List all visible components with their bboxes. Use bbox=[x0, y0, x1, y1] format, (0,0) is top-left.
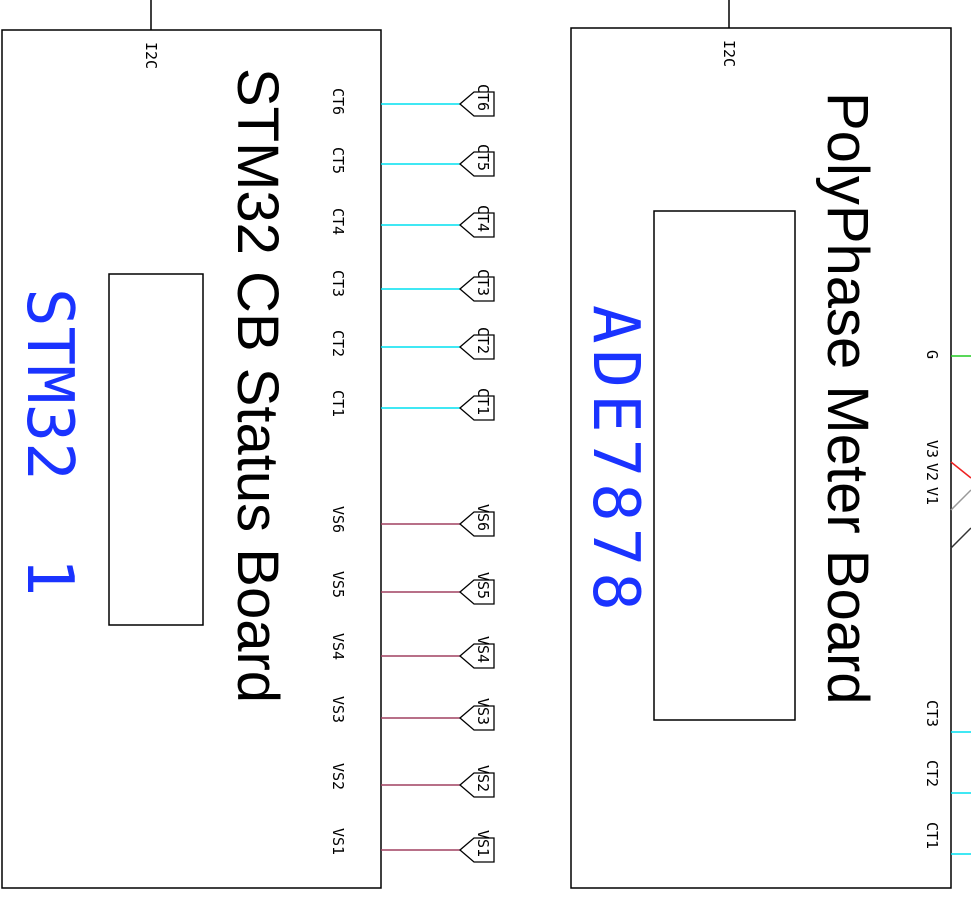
port-label-vs6: VS6 bbox=[474, 504, 492, 531]
right-pin-v2: V2 bbox=[923, 463, 941, 481]
port-flag-ct6 bbox=[459, 91, 495, 117]
port-flag-ct2 bbox=[459, 334, 495, 360]
port-label-ct3: CT3 bbox=[474, 269, 492, 296]
port-flag-vs6 bbox=[459, 511, 495, 537]
port-label-ct6: CT6 bbox=[474, 84, 492, 111]
wire-v1 bbox=[950, 527, 971, 549]
port-flag-ct1 bbox=[459, 395, 495, 421]
port-flag-vs4 bbox=[459, 643, 495, 669]
left-pin-ct1: CT1 bbox=[329, 390, 347, 417]
left-pin-ct3: CT3 bbox=[329, 270, 347, 297]
right-pin-v1: V1 bbox=[923, 487, 941, 505]
port-label-vs1: VS1 bbox=[474, 830, 492, 857]
left-pin-vs6: VS6 bbox=[329, 506, 347, 533]
port-label-vs3: VS3 bbox=[474, 698, 492, 725]
left-i2c-label: I2C bbox=[142, 42, 160, 69]
right-pin-ct2: CT2 bbox=[923, 760, 941, 787]
left-pin-vs2: VS2 bbox=[329, 763, 347, 790]
left-vs-wires bbox=[381, 523, 460, 851]
port-label-ct4: CT4 bbox=[474, 205, 492, 232]
port-flag-vs1 bbox=[459, 837, 495, 863]
right-pin-ct3: CT3 bbox=[923, 700, 941, 727]
stm32-chip-body bbox=[108, 273, 204, 626]
right-pin-v3: V3 bbox=[923, 440, 941, 458]
port-flag-ct4 bbox=[459, 212, 495, 238]
polyphase-board-outline bbox=[570, 27, 952, 889]
port-label-ct2: CT2 bbox=[474, 327, 492, 354]
port-flag-vs2 bbox=[459, 772, 495, 798]
left-pin-ct4: CT4 bbox=[329, 208, 347, 235]
left-pin-vs1: VS1 bbox=[329, 828, 347, 855]
wire-v2 bbox=[950, 489, 971, 511]
port-flag-ct3 bbox=[459, 276, 495, 302]
left-pin-ct5: CT5 bbox=[329, 147, 347, 174]
port-label-ct1: CT1 bbox=[474, 388, 492, 415]
port-label-vs2: VS2 bbox=[474, 765, 492, 792]
left-pin-vs3: VS3 bbox=[329, 696, 347, 723]
stm32-board: I2C STM32 CB Status Board STM32 1 CT6 CT… bbox=[1, 0, 495, 889]
left-ct-wires bbox=[381, 103, 460, 409]
port-flag-vs5 bbox=[459, 579, 495, 605]
left-pin-vs5: VS5 bbox=[329, 571, 347, 598]
right-pin-ct1: CT1 bbox=[923, 822, 941, 849]
port-label-ct5: CT5 bbox=[474, 144, 492, 171]
left-port-flags bbox=[459, 91, 495, 863]
left-pin-vs4: VS4 bbox=[329, 633, 347, 660]
right-i2c-label: I2C bbox=[720, 40, 738, 67]
stm32-board-title: STM32 CB Status Board bbox=[225, 68, 290, 703]
left-pin-ct2: CT2 bbox=[329, 330, 347, 357]
port-flag-vs3 bbox=[459, 705, 495, 731]
ade7878-chip-label: ADE7878 bbox=[578, 305, 652, 617]
stm32-chip-label: STM32 1 bbox=[12, 288, 86, 596]
port-label-vs4: VS4 bbox=[474, 636, 492, 663]
polyphase-board: I2C PolyPhase Meter Board ADE7878 G V3 V… bbox=[570, 0, 971, 889]
ade7878-chip-body bbox=[653, 210, 796, 721]
right-pin-g: G bbox=[923, 350, 941, 359]
stm32-board-outline bbox=[1, 29, 382, 889]
left-pin-ct6: CT6 bbox=[329, 88, 347, 115]
wire-v3 bbox=[950, 461, 971, 479]
port-flag-ct5 bbox=[459, 151, 495, 177]
port-label-vs5: VS5 bbox=[474, 572, 492, 599]
polyphase-board-title: PolyPhase Meter Board bbox=[815, 92, 880, 705]
